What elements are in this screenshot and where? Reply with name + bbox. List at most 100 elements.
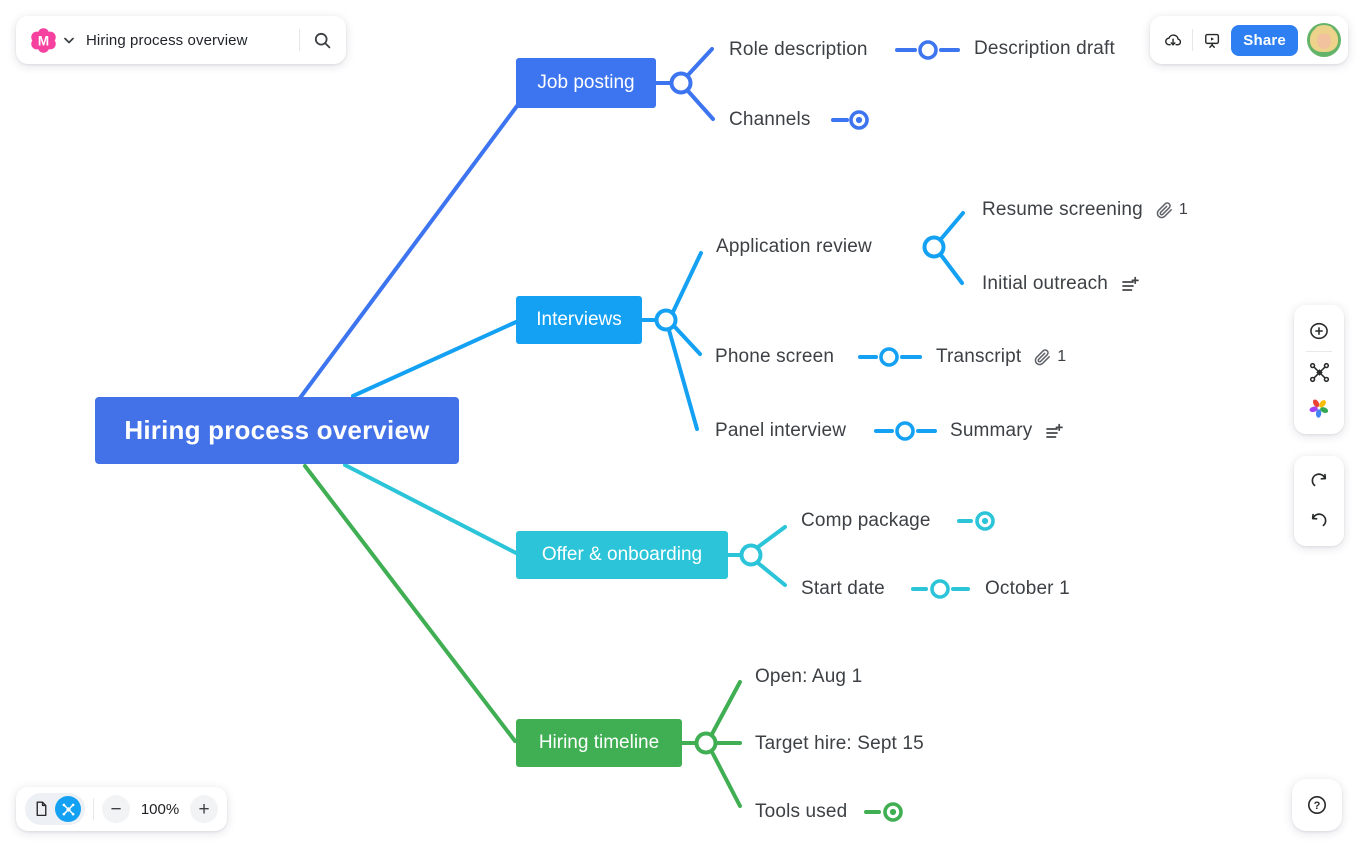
node-tools-used[interactable]: Tools used (755, 801, 847, 823)
toggle-phone-screen[interactable] (879, 347, 899, 367)
avatar[interactable] (1306, 23, 1341, 57)
history-toolbar-card (1294, 456, 1344, 546)
divider (93, 798, 94, 820)
plus-circle-icon (1310, 323, 1328, 340)
node-label: Hiring process overview (124, 415, 430, 445)
zoom-in-button[interactable]: + (190, 795, 218, 823)
toggle-job-posting[interactable] (669, 71, 693, 95)
edge-central-offer (343, 463, 518, 555)
paperclip-icon[interactable] (1034, 348, 1051, 366)
document-title[interactable]: Hiring process overview (86, 31, 248, 49)
mindmap-mode-button[interactable] (55, 796, 81, 822)
divider (1192, 29, 1194, 51)
avatar-face (1316, 32, 1331, 49)
leaf-label: October 1 (985, 578, 1070, 599)
color-flower-icon (1309, 399, 1329, 418)
edge-interviews-application-review (671, 251, 703, 314)
help-button[interactable]: ? (1300, 790, 1334, 820)
edge-central-timeline (303, 464, 517, 743)
share-button[interactable]: Share (1231, 24, 1298, 56)
node-transcript[interactable]: Transcript 1 (936, 346, 1066, 368)
leaf-label: Start date (801, 578, 885, 599)
zoom-bar-card: − 100% + (16, 787, 227, 831)
node-comp-package[interactable]: Comp package (801, 510, 931, 532)
toggle-offer-onboarding[interactable] (739, 543, 763, 567)
node-application-review[interactable]: Application review (716, 236, 872, 258)
edge-job-channels (686, 89, 715, 121)
redo-icon (1311, 473, 1327, 487)
node-start-date[interactable]: Start date (801, 578, 885, 600)
document-header-card: M Hiring process overview (16, 16, 346, 64)
leaf-label: Application review (716, 236, 872, 257)
toggle-start-date[interactable] (930, 579, 950, 599)
node-summary[interactable]: Summary (950, 420, 1064, 442)
cloud-download-icon[interactable] (1163, 28, 1183, 52)
node-interviews[interactable]: Interviews (516, 296, 642, 344)
node-october-1[interactable]: October 1 (985, 578, 1070, 600)
view-mode-toggle (25, 793, 85, 825)
toggle-application-review[interactable] (922, 235, 946, 259)
leaf-label: Transcript (936, 346, 1022, 367)
paperclip-icon[interactable] (1156, 201, 1173, 219)
note-icon[interactable] (1045, 423, 1064, 439)
node-graph-icon (62, 803, 74, 815)
node-phone-screen[interactable]: Phone screen (715, 346, 834, 368)
divider (1306, 351, 1332, 353)
toggle-hiring-timeline[interactable] (694, 731, 718, 755)
leaf-label: Tools used (755, 801, 848, 822)
toggle-role-description[interactable] (918, 40, 938, 60)
leaf-label: Phone screen (715, 346, 835, 367)
edge-interviews-phone-screen (672, 324, 702, 356)
map-toolbar-card (1294, 305, 1344, 434)
note-icon[interactable] (1121, 276, 1139, 292)
node-description-draft[interactable]: Description draft (974, 38, 1115, 60)
shapes-flower-button[interactable] (1302, 393, 1336, 423)
leaf-label: Resume screening (982, 199, 1143, 220)
present-icon[interactable] (1202, 28, 1222, 52)
redo-button[interactable] (1302, 466, 1336, 496)
node-role-description[interactable]: Role description (729, 39, 868, 61)
edge-timeline-tools (710, 750, 742, 808)
node-offer-onboarding[interactable]: Offer & onboarding (516, 531, 728, 579)
attachment-count[interactable]: 1 (1178, 201, 1188, 218)
collapsed-dot-channels (855, 116, 863, 124)
app-logo-icon[interactable]: M (30, 27, 57, 54)
edge-interviews-panel-interview (667, 328, 699, 431)
undo-button[interactable] (1302, 506, 1336, 536)
toggle-panel-interview[interactable] (895, 421, 915, 441)
node-open-aug-1[interactable]: Open: Aug 1 (755, 666, 862, 688)
svg-text:M: M (38, 33, 49, 48)
leaf-label: Panel interview (715, 420, 847, 441)
collapsed-dot-tools-used (889, 808, 897, 816)
edge-offer-comp-package (756, 525, 787, 549)
attachment-count[interactable]: 1 (1057, 348, 1067, 365)
node-label: Interviews (536, 309, 622, 330)
node-initial-outreach[interactable]: Initial outreach (982, 273, 1139, 295)
edge-offer-start-date (756, 561, 787, 587)
node-target-hire[interactable]: Target hire: Sept 15 (755, 733, 924, 755)
mindmap-tool-button[interactable] (1302, 358, 1336, 388)
toggle-interviews[interactable] (654, 308, 678, 332)
page-icon[interactable] (33, 800, 50, 818)
node-panel-interview[interactable]: Panel interview (715, 420, 846, 442)
edge-timeline-open (710, 680, 742, 736)
zoom-out-button[interactable]: − (102, 795, 130, 823)
leaf-label: Target hire: Sept 15 (755, 733, 924, 754)
node-hiring-timeline[interactable]: Hiring timeline (516, 719, 682, 767)
edge-application-resume-screening (939, 211, 965, 241)
search-icon[interactable] (313, 31, 332, 50)
node-channels[interactable]: Channels (729, 109, 810, 131)
leaf-label: Channels (729, 109, 811, 130)
node-job-posting[interactable]: Job posting (516, 58, 656, 108)
chevron-down-icon[interactable] (64, 37, 74, 44)
collapsed-dot-comp-package (981, 517, 989, 525)
node-graph-icon (1309, 362, 1329, 383)
node-resume-screening[interactable]: Resume screening 1 (982, 199, 1188, 221)
avatar-fringe (1314, 25, 1333, 34)
add-node-button[interactable] (1302, 316, 1336, 346)
node-central[interactable]: Hiring process overview (95, 397, 459, 464)
edge-application-initial-outreach (939, 253, 964, 285)
edge-central-job-posting (298, 104, 519, 400)
